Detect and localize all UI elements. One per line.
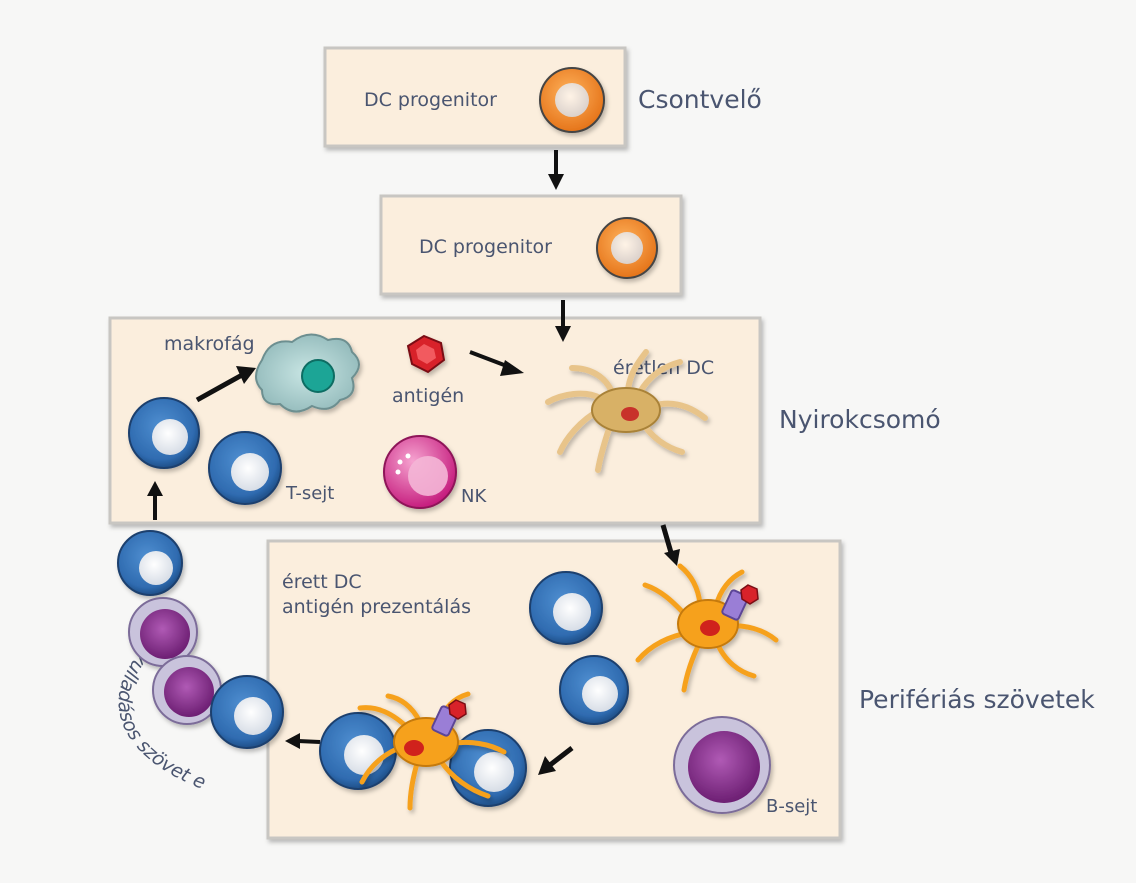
orange-cell-icon (539, 67, 605, 133)
blue-cell-icon (529, 571, 603, 645)
stage-label-lymph-node: Nyirokcsomó (779, 405, 941, 434)
dc-progenitor-label-2: DC progenitor (419, 236, 552, 258)
antigen-label: antigén (392, 385, 464, 407)
blue-cell-icon (210, 675, 284, 749)
dendritic-cell-icon (545, 349, 708, 473)
dendritic-cell-icon (357, 691, 507, 811)
blue-cell-icon (208, 431, 282, 505)
arrow-icon (195, 366, 256, 403)
dendritic-cell-icon (635, 563, 779, 693)
arrow-icon (660, 524, 680, 566)
arrow-icon (285, 733, 321, 749)
mature-dc-label-line1: érett DC (282, 571, 362, 593)
blue-cell-icon (319, 712, 397, 790)
t-cell-label: T-sejt (285, 483, 334, 504)
arrow-icon (469, 350, 524, 376)
arrow-icon (548, 150, 564, 190)
pink-cell-icon (383, 435, 457, 509)
arrow-icon (147, 481, 163, 520)
arrow-icon (555, 300, 571, 342)
nk-label: NK (461, 486, 487, 507)
mature-dc-label-line2: antigén prezentálás (282, 596, 471, 618)
purple-cell-icon (673, 716, 771, 814)
purple-cell-icon (152, 655, 222, 725)
stage-label-peripheral: Perifériás szövetek (859, 685, 1095, 714)
dc-progenitor-label-1: DC progenitor (364, 89, 497, 111)
stage-label-bone-marrow: Csontvelő (638, 85, 762, 114)
macrophage-label: makrofág (164, 333, 255, 355)
orange-cell-icon (596, 217, 658, 279)
b-cell-label: B-sejt (766, 796, 817, 817)
blue-cell-icon (117, 530, 183, 596)
arrow-icon (538, 746, 574, 775)
antigen-icon (406, 334, 446, 374)
blue-cell-icon (128, 397, 200, 469)
blue-cell-icon (559, 655, 629, 725)
macrophage-cell-icon (255, 333, 360, 413)
